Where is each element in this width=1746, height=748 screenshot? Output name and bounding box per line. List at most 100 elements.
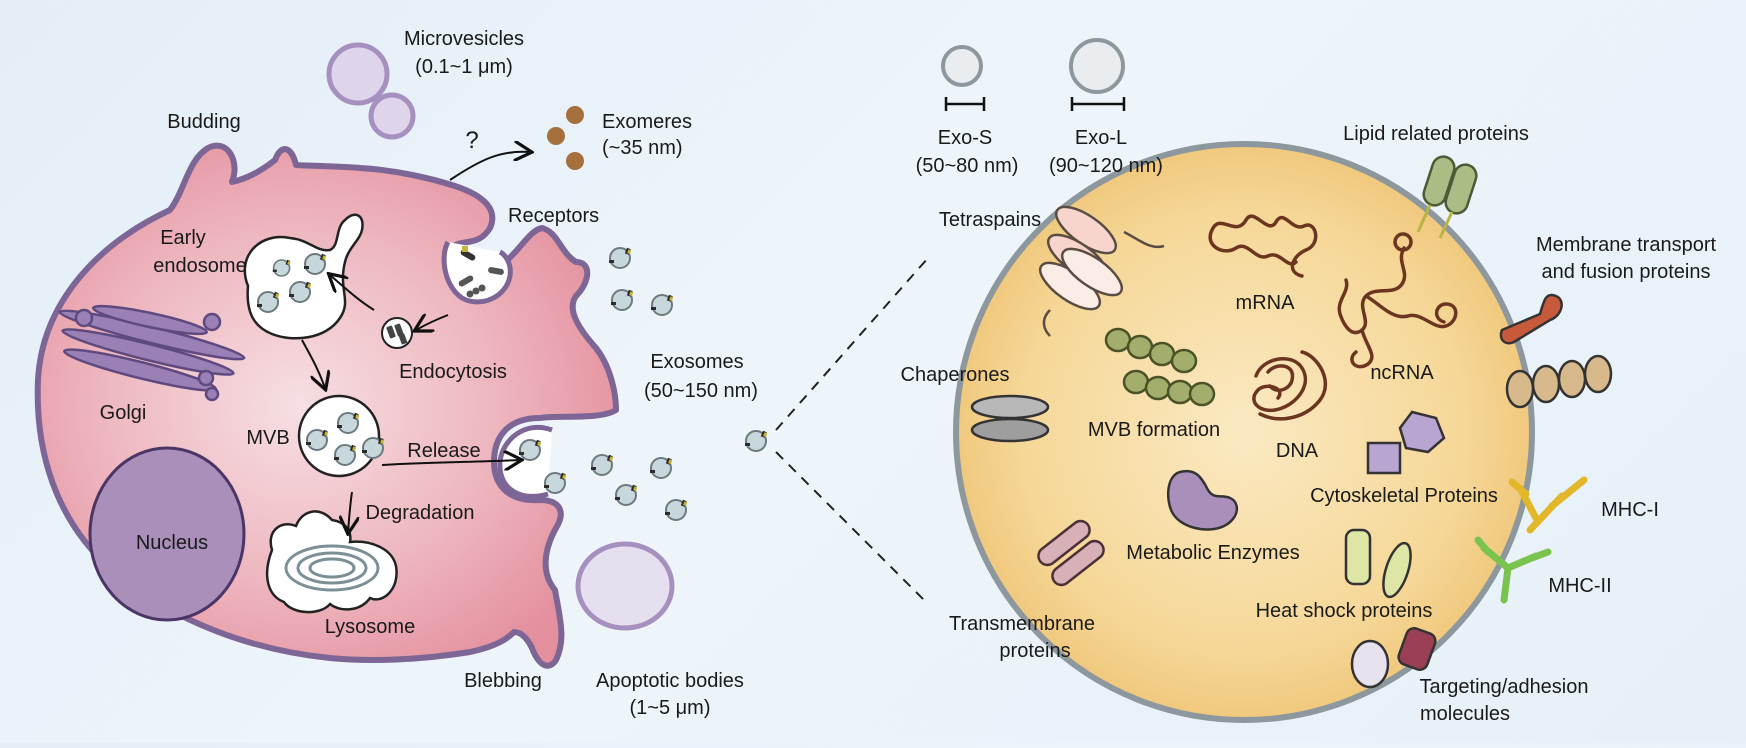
label-cytoskeletal-proteins: Cytoskeletal Proteins bbox=[1310, 485, 1498, 507]
exo-s-vesicle bbox=[941, 45, 983, 87]
exo-l-vesicle bbox=[1069, 38, 1125, 94]
label-heat-shock-proteins: Heat shock proteins bbox=[1256, 600, 1433, 622]
targeting-molecule bbox=[1397, 627, 1437, 671]
exomere-dot bbox=[566, 106, 584, 124]
label-ncrna: ncRNA bbox=[1370, 362, 1434, 384]
scale-bars bbox=[944, 97, 1126, 111]
dna-strand bbox=[1252, 350, 1327, 421]
exomere-dot bbox=[566, 152, 584, 170]
exosome-particle bbox=[664, 498, 689, 521]
label-endocytosis: Endocytosis bbox=[399, 361, 507, 383]
lysosome-membranes bbox=[284, 544, 380, 592]
exosome-particle bbox=[288, 280, 313, 303]
mrna-strand bbox=[1208, 214, 1318, 278]
label-question-mark: ? bbox=[465, 127, 478, 154]
exosome-particle bbox=[305, 428, 330, 451]
exosome-particle bbox=[650, 293, 675, 316]
label-membrane-transport-1: Membrane transport bbox=[1536, 234, 1717, 256]
lysosome bbox=[265, 510, 398, 614]
label-exo-s: Exo-S bbox=[938, 127, 992, 149]
nucleus bbox=[88, 446, 246, 622]
label-metabolic-enzymes: Metabolic Enzymes bbox=[1126, 542, 1299, 564]
exosome-particle bbox=[543, 471, 568, 494]
label-mrna: mRNA bbox=[1236, 292, 1296, 314]
label-apoptotic-bodies-size: (1~5 μm) bbox=[630, 697, 711, 719]
exomere-dot bbox=[547, 127, 565, 145]
label-mvb: MVB bbox=[246, 427, 289, 449]
mvb-formation-protein bbox=[1104, 327, 1216, 407]
label-degradation: Degradation bbox=[366, 502, 475, 524]
exosome-particle bbox=[610, 288, 635, 311]
exosome-particle bbox=[336, 411, 361, 434]
label-mhc-ii: MHC-II bbox=[1548, 575, 1611, 597]
label-targeting-2: molecules bbox=[1420, 703, 1510, 725]
label-exomeres-size: (~35 nm) bbox=[602, 137, 683, 159]
microvesicle-large bbox=[326, 42, 390, 106]
exosome-particle bbox=[256, 290, 281, 313]
microvesicle-small bbox=[368, 92, 416, 140]
label-transmembrane-1: Transmembrane bbox=[949, 613, 1095, 635]
label-mhc-i: MHC-I bbox=[1601, 499, 1659, 521]
label-exo-l-size: (90~120 nm) bbox=[1049, 155, 1163, 177]
tetraspanin-protein bbox=[1038, 205, 1165, 337]
label-tetraspains: Tetraspains bbox=[939, 209, 1041, 231]
left-labels: Microvesicles (0.1~1 μm) Budding ? Exome… bbox=[100, 28, 758, 719]
label-exosomes: Exosomes bbox=[650, 351, 743, 373]
label-golgi: Golgi bbox=[100, 402, 147, 424]
label-microvesicles-size: (0.1~1 μm) bbox=[415, 56, 513, 78]
label-mvb-formation: MVB formation bbox=[1088, 419, 1220, 441]
label-lipid-related-proteins: Lipid related proteins bbox=[1343, 123, 1529, 145]
exosome-particle bbox=[303, 252, 328, 275]
receptor-pocket bbox=[441, 240, 513, 305]
heat-shock-protein bbox=[1382, 541, 1412, 599]
exosome-particle bbox=[518, 438, 543, 461]
mhc-i-molecule bbox=[1508, 476, 1588, 534]
label-transmembrane-2: proteins bbox=[999, 640, 1070, 662]
label-exo-s-size: (50~80 nm) bbox=[916, 155, 1019, 177]
label-chaperones: Chaperones bbox=[901, 364, 1010, 386]
chaperone-protein bbox=[970, 394, 1050, 443]
right-labels: Exo-S (50~80 nm) Exo-L (90~120 nm) Lipid… bbox=[901, 123, 1717, 725]
label-membrane-transport-2: and fusion proteins bbox=[1541, 261, 1710, 283]
transmembrane-protein bbox=[1037, 519, 1105, 587]
adhesion-molecule bbox=[1350, 639, 1390, 689]
label-lysosome: Lysosome bbox=[325, 616, 415, 638]
exosome-particle bbox=[649, 456, 674, 479]
label-release: Release bbox=[407, 440, 480, 462]
exosome-particle bbox=[333, 443, 358, 466]
label-exosomes-size: (50~150 nm) bbox=[644, 380, 758, 402]
exosome-particle bbox=[744, 429, 769, 452]
cytoskeletal-square bbox=[1366, 441, 1402, 475]
label-nucleus: Nucleus bbox=[136, 532, 208, 554]
exosome-particle bbox=[608, 246, 633, 269]
label-budding: Budding bbox=[167, 111, 240, 133]
membrane-transport-protein bbox=[1499, 293, 1563, 345]
exosome-particle bbox=[272, 258, 292, 277]
label-exomeres: Exomeres bbox=[602, 111, 692, 133]
lipid-related-protein bbox=[1416, 155, 1478, 239]
label-early-endosome-1: Early bbox=[160, 227, 206, 249]
label-apoptotic-bodies: Apoptotic bodies bbox=[596, 670, 744, 692]
mhc-ii-molecule bbox=[1474, 536, 1552, 604]
receptor-proteins bbox=[458, 246, 504, 298]
ncrna-strand bbox=[1337, 246, 1458, 369]
cytoskeletal-hexagon bbox=[1398, 410, 1446, 454]
fusion-protein bbox=[1505, 354, 1613, 409]
ncrna-loop bbox=[1393, 232, 1413, 252]
label-receptors: Receptors bbox=[508, 205, 599, 227]
process-arrows bbox=[301, 152, 530, 532]
exosome-particle bbox=[590, 453, 615, 476]
apoptotic-body bbox=[575, 541, 675, 631]
label-blebbing: Blebbing bbox=[464, 670, 542, 692]
label-targeting-1: Targeting/adhesion bbox=[1419, 676, 1588, 698]
exosome-particle bbox=[614, 483, 639, 506]
metabolic-enzyme bbox=[1166, 469, 1238, 531]
zoom-line-bottom bbox=[775, 451, 929, 605]
endocytic-cargo bbox=[386, 323, 408, 345]
exosome-particle bbox=[361, 436, 386, 459]
zoom-line-top bbox=[775, 257, 929, 431]
label-early-endosome-2: endosome bbox=[153, 255, 246, 277]
label-microvesicles: Microvesicles bbox=[404, 28, 524, 50]
